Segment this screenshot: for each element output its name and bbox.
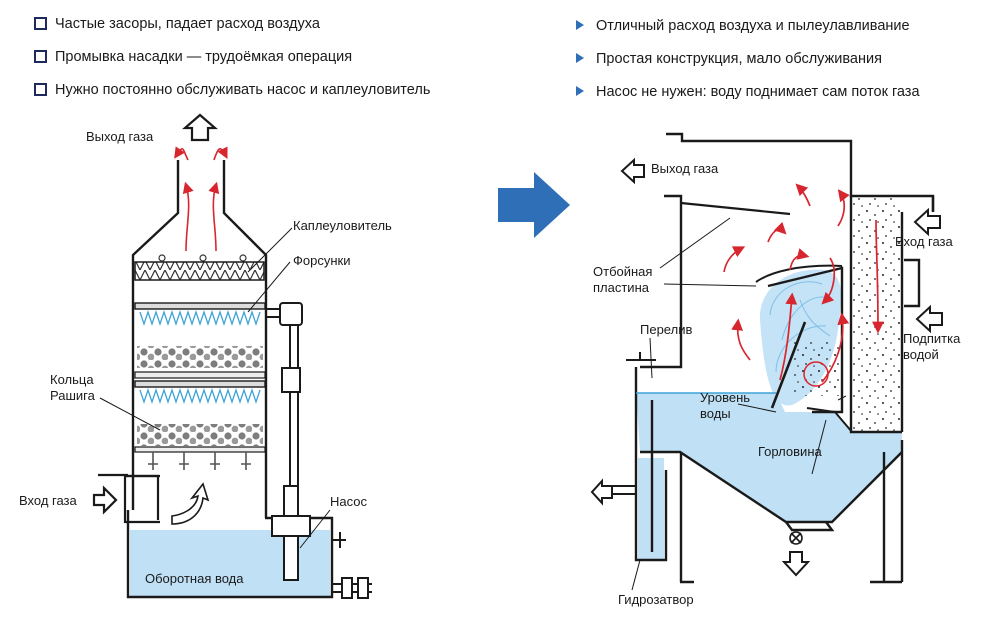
spray-header-upper — [134, 302, 266, 310]
water-level-label: Уровень — [700, 390, 750, 405]
demister-layer — [134, 261, 265, 281]
recirculation-water-label: Оборотная вода — [145, 571, 244, 586]
water-feed-label-2: водой — [903, 347, 939, 362]
water-feed-arrow — [915, 304, 943, 334]
right-leader-lines — [631, 217, 847, 591]
support-grid-lower — [134, 446, 266, 453]
water-feed-nozzle — [904, 258, 921, 308]
gas-outlet-duct — [640, 194, 683, 369]
spray-dust — [792, 340, 842, 396]
gas-outlet-label-right: Выход газа — [651, 161, 719, 176]
gas-inlet-label-left: Вход газа — [19, 493, 78, 508]
spray-header-lower — [134, 380, 266, 388]
water-volume — [636, 393, 902, 522]
right-feature-text: Простая конструкция, мало обслуживания — [596, 51, 882, 67]
nozzles-label: Форсунки — [293, 253, 350, 268]
demister-nozzles — [158, 254, 247, 262]
support-grid-upper — [134, 371, 266, 379]
spray-pattern-lower — [139, 387, 261, 405]
demister-label: Каплеуловитель — [293, 218, 392, 233]
water-seal-pipe — [634, 367, 668, 562]
water-level-label-2: воды — [700, 406, 731, 421]
raschig-rings-label: Кольца — [50, 372, 94, 387]
left-leader-lines — [99, 227, 331, 549]
triangle-bullet-icon — [576, 86, 584, 96]
transition-arrow — [498, 172, 570, 238]
drain-outlet-arrow — [781, 551, 811, 577]
raschig-rings-bed-upper — [137, 346, 263, 368]
support-legs — [679, 440, 904, 582]
gas-outlet-arrow-right — [620, 157, 645, 185]
recirculation-pipe — [266, 302, 311, 581]
checkbox-icon — [34, 17, 47, 30]
spray-pattern-upper — [139, 309, 261, 327]
gas-flow-arrows-left — [174, 146, 228, 252]
baffle-plate — [680, 201, 791, 216]
overflow-outlet-arrow — [590, 478, 613, 506]
gas-inlet-arrow-left — [92, 485, 118, 515]
checkbox-icon — [34, 50, 47, 63]
triangle-bullet-icon — [576, 20, 584, 30]
left-feature-text: Промывка насадки — трудоёмкая операция — [55, 49, 353, 65]
wet-scrubber-body — [612, 132, 935, 584]
drain-valve-right — [789, 531, 803, 545]
gas-flow-arrows-right — [723, 183, 884, 383]
throat-label: Горловина — [758, 444, 822, 459]
gas-inlet-label-right: Вход газа — [895, 234, 954, 249]
water-feed-label: Подпитка — [903, 331, 961, 346]
left-feature-text: Частые засоры, падает расход воздуха — [55, 16, 320, 32]
gas-outlet-label-left: Выход газа — [86, 129, 154, 144]
bottom-nozzles — [148, 452, 251, 470]
gas-inlet-arrow-right — [913, 207, 941, 237]
overflow-label: Перелив — [640, 322, 692, 337]
throat-swirl — [803, 361, 829, 387]
drain-valve — [332, 532, 372, 599]
raschig-rings-bed-lower — [137, 424, 263, 446]
tower-shell — [131, 160, 268, 518]
pump-label: Насос — [330, 494, 367, 509]
checkbox-icon — [34, 83, 47, 96]
gas-outlet-arrow-left — [182, 113, 218, 142]
right-feature-text: Насос не нужен: воду поднимает сам поток… — [596, 84, 920, 100]
inlet-flow-arrow — [171, 482, 210, 525]
baffle-plate-label: Отбойная — [593, 264, 652, 279]
baffle-plate-label-2: пластина — [593, 280, 650, 295]
throat-plate — [770, 321, 807, 409]
water-seal-label: Гидрозатвор — [618, 592, 694, 607]
right-feature-text: Отличный расход воздуха и пылеулавливани… — [596, 18, 910, 34]
raschig-rings-label-2: Рашига — [50, 388, 96, 403]
triangle-bullet-icon — [576, 53, 584, 63]
recirculation-water — [130, 530, 330, 596]
left-feature-text: Нужно постоянно обслуживать насос и капл… — [55, 82, 431, 98]
